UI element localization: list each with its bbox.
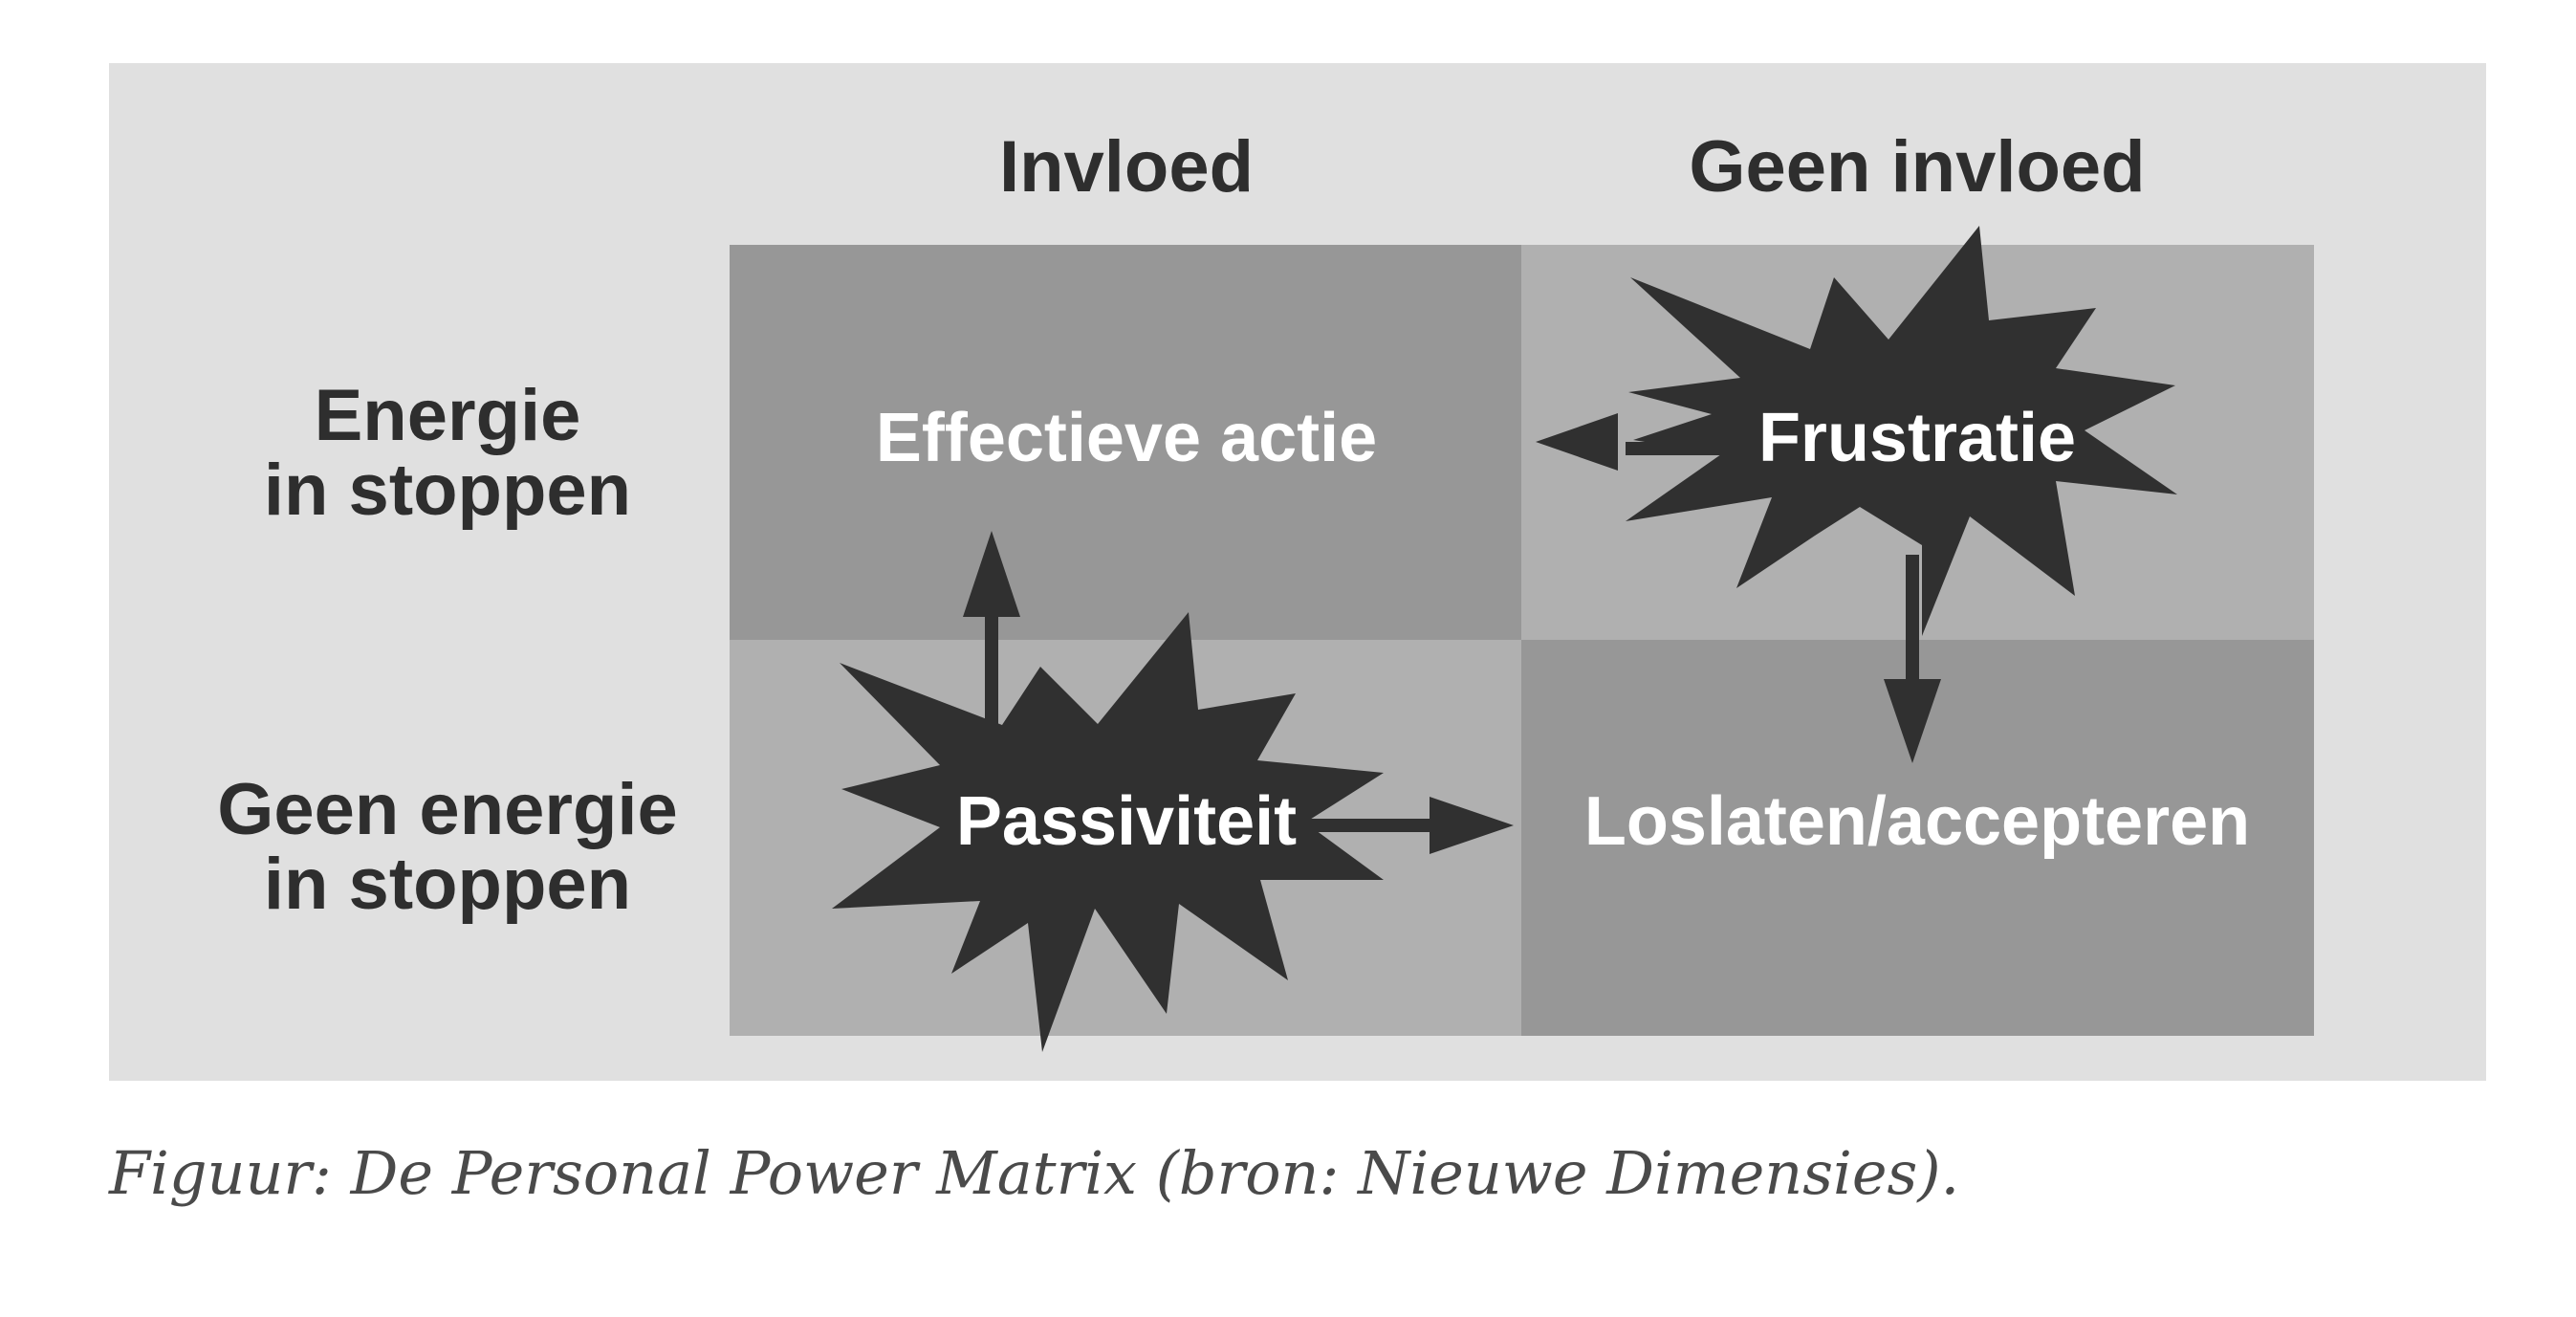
arrow-icon [1884,555,1941,763]
cell-top-left [730,245,1521,640]
row-header-energy-line-2: in stoppen [264,450,631,531]
arrow-icon [1281,797,1514,854]
cell-label-frustration: Frustratie [1758,400,2076,476]
starburst-icon [832,612,1384,1052]
column-header-influence: Invloed [999,126,1254,208]
cell-label-letting-go: Loslaten/accepteren [1584,783,2250,860]
row-header-no-energy-line-1: Geen energie [217,769,678,850]
column-header-no-influence: Geen invloed [1689,126,2145,208]
arrow-icon [963,531,1020,727]
row-header-energy-line-1: Energie [315,375,581,456]
cell-label-effective-action: Effectieve actie [876,400,1377,476]
row-header-no-energy-line-2: in stoppen [264,844,631,925]
figure-caption: Figuur: De Personal Power Matrix (bron: … [108,1138,1959,1208]
cell-label-passivity: Passiviteit [956,783,1297,860]
starburst-icon [1626,226,2177,636]
arrow-icon [1536,413,1740,471]
